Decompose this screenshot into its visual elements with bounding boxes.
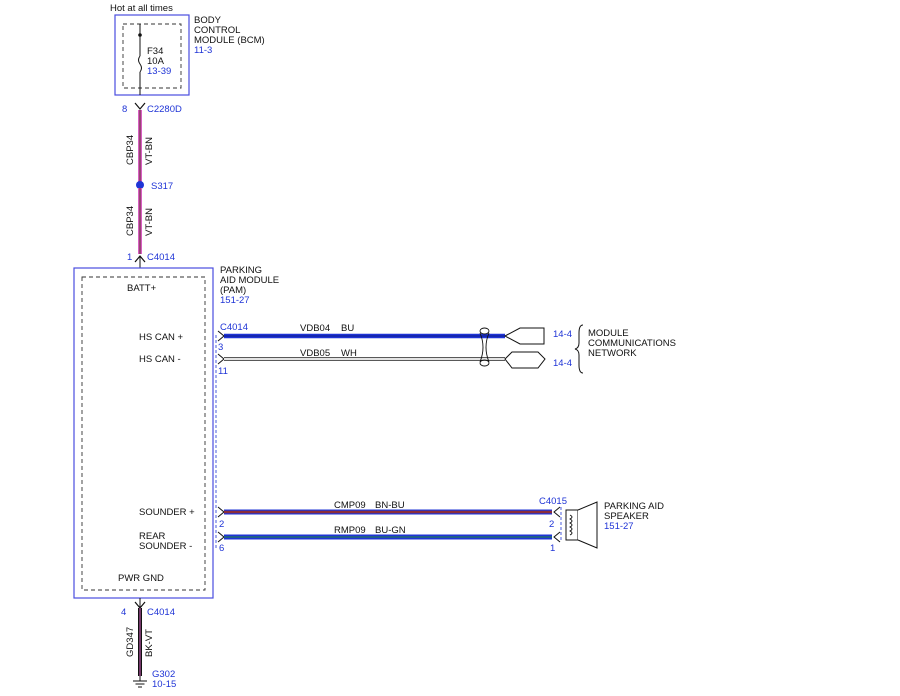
fuse-f34[interactable] (138, 24, 142, 95)
vdb05-color: WH (341, 348, 357, 359)
ground-icon (133, 676, 147, 688)
offpage-connector-icon-1[interactable] (503, 327, 545, 345)
bcm-inner-outline (122, 23, 182, 89)
ground-ref[interactable]: 10-15 (152, 679, 176, 690)
gnd-pin: 4 (121, 607, 126, 618)
pam-ref[interactable]: 151-27 (220, 295, 250, 306)
can-pin-minus: 11 (218, 366, 228, 377)
c4015-id[interactable]: C4015 (539, 496, 567, 507)
pin-pwr-gnd: PWR GND (118, 573, 164, 584)
can-connector-id[interactable]: C4014 (220, 322, 248, 333)
wire-upper-circuit: CBP34 (125, 135, 136, 165)
fuse-rating: 10A (147, 56, 165, 67)
pin-rear-sounder-2: SOUNDER - (139, 541, 192, 552)
cmp09-spk-pin: 2 (549, 519, 554, 530)
c4014-top-pin: 1 (127, 252, 132, 263)
vdb05-circuit: VDB05 (300, 348, 330, 359)
wire-lower-color: VT-BN (144, 208, 155, 236)
splice-s317-icon[interactable] (136, 181, 144, 189)
bcm-name-2: CONTROL (194, 25, 240, 36)
pin-hs-can-plus: HS CAN + (139, 332, 184, 343)
can-minus-pin-icon (217, 353, 225, 365)
gd347-circuit: GD347 (125, 627, 136, 657)
pam-inner-outline (81, 276, 206, 591)
spk-pin2-icon (553, 506, 561, 518)
c2280d-id[interactable]: C2280D (147, 104, 182, 115)
rmp09-color: BU-GN (375, 525, 406, 536)
bcm-name-1: BODY (194, 15, 222, 26)
network-label-2: COMMUNICATIONS (588, 338, 676, 349)
pam-name-3: (PAM) (220, 285, 246, 296)
fuse-ref[interactable]: 13-39 (147, 66, 171, 77)
rmp09-spk-pin: 1 (550, 543, 555, 554)
offpage-connector-icon-2[interactable] (504, 351, 546, 369)
wire-upper-color: VT-BN (144, 137, 155, 165)
gnd-connector-id[interactable]: C4014 (147, 607, 175, 618)
speaker-ref[interactable]: 151-27 (604, 521, 634, 532)
can-pin-plus: 3 (218, 342, 223, 353)
rmp09-pam-pin: 6 (219, 543, 224, 554)
speaker-name-2: SPEAKER (604, 511, 649, 522)
bcm-box[interactable] (114, 14, 190, 96)
spk-pin1-icon (553, 531, 561, 543)
speaker-name-1: PARKING AID (604, 501, 664, 512)
bcm-header: Hot at all times (110, 3, 173, 14)
vdb04-circuit: VDB04 (300, 323, 330, 334)
network-label-1: MODULE (588, 328, 629, 339)
splice-id[interactable]: S317 (151, 181, 173, 192)
rmp09-circuit: RMP09 (334, 525, 366, 536)
bcm-ref[interactable]: 11-3 (194, 45, 212, 56)
c2280d-pin: 8 (122, 104, 127, 115)
c2280d-connector-icon (134, 102, 146, 110)
vdb04-ref[interactable]: 14-4 (553, 329, 572, 340)
pam-name-1: PARKING (220, 265, 262, 276)
cmp09-pam-pin: 2 (219, 519, 224, 530)
vdb04-color: BU (341, 323, 354, 334)
gd347-color: BK-VT (144, 629, 155, 657)
pin-hs-can-minus: HS CAN - (139, 354, 181, 365)
bcm-name-3: MODULE (BCM) (194, 35, 265, 46)
fuse-id: F34 (147, 46, 163, 57)
pam-box[interactable] (73, 267, 214, 599)
cmp09-color: BN-BU (375, 500, 405, 511)
cmp09-circuit: CMP09 (334, 500, 366, 511)
pin-batt: BATT+ (127, 283, 157, 294)
vdb05-ref[interactable]: 14-4 (553, 358, 572, 369)
network-brace (574, 324, 584, 374)
pin-rear-sounder-1: REAR (139, 531, 166, 542)
pin-sounder-plus: SOUNDER + (139, 507, 195, 518)
wire-lower-circuit: CBP34 (125, 206, 136, 236)
ground-id[interactable]: G302 (152, 669, 175, 680)
c4014-top-id[interactable]: C4014 (147, 252, 175, 263)
twisted-pair-icon (479, 327, 490, 367)
pam-name-2: AID MODULE (220, 275, 279, 286)
sounder-plus-pin-icon (217, 506, 225, 518)
speaker-icon[interactable] (565, 501, 598, 549)
network-label-3: NETWORK (588, 348, 637, 359)
sounder-minus-pin-icon (217, 531, 225, 543)
